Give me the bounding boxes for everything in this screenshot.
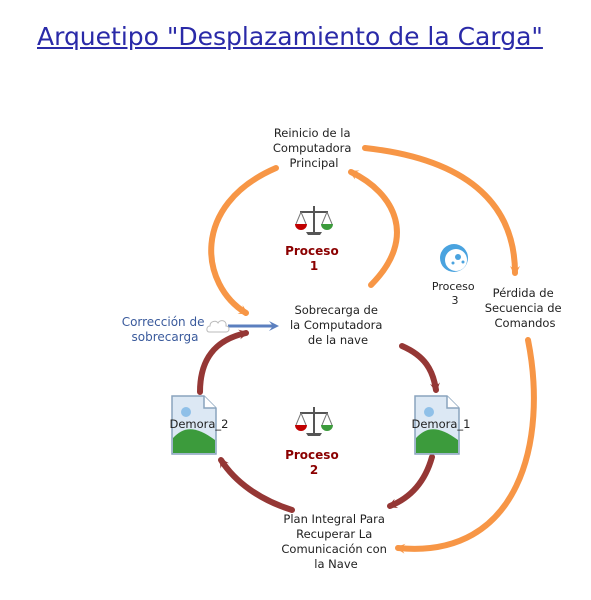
process-3-label-line-1: Proceso: [432, 280, 475, 293]
node-perdida[interactable]: Pérdida de Secuencia de Comandos: [485, 286, 566, 330]
node-perdida-line-1: Pérdida de: [493, 286, 554, 300]
node-perdida-line-2: Secuencia de: [485, 301, 562, 315]
node-reinicio-line-1: Reinicio de la: [274, 126, 351, 140]
broken-image-icon: [414, 395, 460, 455]
link-plan-to-demora2[interactable]: [218, 457, 295, 513]
node-correccion[interactable]: Corrección de sobrecarga: [122, 315, 209, 344]
node-reinicio-line-3: Principal: [289, 156, 338, 170]
node-reinicio-line-2: Computadora: [273, 141, 352, 155]
link-sobrecarga-to-demora1[interactable]: [399, 343, 440, 393]
delay-node-demora-2[interactable]: Demora_2: [169, 395, 229, 455]
process-2[interactable]: Proceso 2: [285, 407, 343, 477]
node-sobrecarga-line-1: Sobrecarga de: [294, 303, 377, 317]
link-perdida-to-plan[interactable]: [395, 337, 537, 554]
delay-node-demora-1[interactable]: Demora_1: [411, 395, 471, 455]
process-1-label-line-2: 1: [310, 259, 318, 273]
process-2-label-line-1: Proceso: [285, 448, 339, 462]
node-plan[interactable]: Plan Integral Para Recuperar La Comunica…: [281, 512, 390, 571]
node-plan-line-4: la Nave: [314, 557, 357, 571]
node-correccion-line-2: sobrecarga: [132, 330, 199, 344]
node-correccion-line-1: Corrección de: [122, 315, 205, 329]
broken-image-icon: [171, 395, 217, 455]
process-3-label: Proceso 3: [432, 280, 478, 307]
link-reinicio-to-perdida[interactable]: [362, 145, 520, 276]
process-1-label: Proceso 1: [285, 244, 343, 273]
delay-label-demora-2: Demora_2: [169, 417, 228, 431]
process-2-label: Proceso 2: [285, 448, 343, 477]
cloud-icon: [206, 320, 230, 333]
node-reinicio[interactable]: Reinicio de la Computadora Principal: [273, 126, 355, 170]
circular-arrow-icon: [440, 244, 468, 272]
node-plan-line-1: Plan Integral Para: [283, 512, 385, 526]
process-3-label-line-2: 3: [452, 294, 459, 307]
delay-label-demora-1: Demora_1: [411, 417, 470, 431]
page-title[interactable]: Arquetipo "Desplazamiento de la Carga": [37, 22, 543, 51]
link-demora2-to-sobrecarga[interactable]: [197, 329, 249, 395]
node-sobrecarga[interactable]: Sobrecarga de la Computadora de la nave: [290, 303, 386, 347]
process-2-label-line-2: 2: [310, 463, 318, 477]
node-plan-line-3: Comunicación con: [281, 542, 387, 556]
process-1[interactable]: Proceso 1: [285, 206, 343, 273]
link-reinicio-to-sobrecarga[interactable]: [208, 165, 279, 316]
node-sobrecarga-line-2: la Computadora: [290, 318, 382, 332]
process-3[interactable]: Proceso 3: [432, 244, 478, 307]
node-plan-line-2: Recuperar La: [296, 527, 372, 541]
link-sobrecarga-to-reinicio[interactable]: [348, 169, 400, 288]
node-sobrecarga-line-3: de la nave: [308, 333, 368, 347]
balance-scale-icon: [295, 206, 333, 235]
node-perdida-line-3: Comandos: [495, 316, 556, 330]
link-demora1-to-plan[interactable]: [387, 454, 435, 509]
balance-scale-icon: [295, 407, 333, 436]
process-1-label-line-1: Proceso: [285, 244, 339, 258]
